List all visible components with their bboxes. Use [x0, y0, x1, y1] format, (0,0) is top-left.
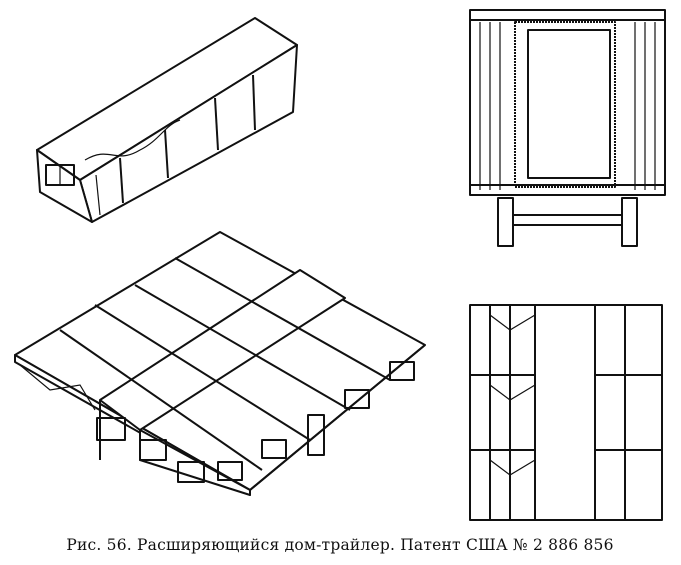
- trailer-expanded-drawing: [14, 231, 426, 496]
- trailer-collapsed-drawing: [36, 17, 298, 223]
- trailer-floor-plan-drawing: [469, 304, 663, 521]
- trailer-cross-section-drawing: [469, 9, 666, 247]
- figure-caption: Рис. 56. Расширяющийся дом-трайлер. Пате…: [66, 536, 614, 554]
